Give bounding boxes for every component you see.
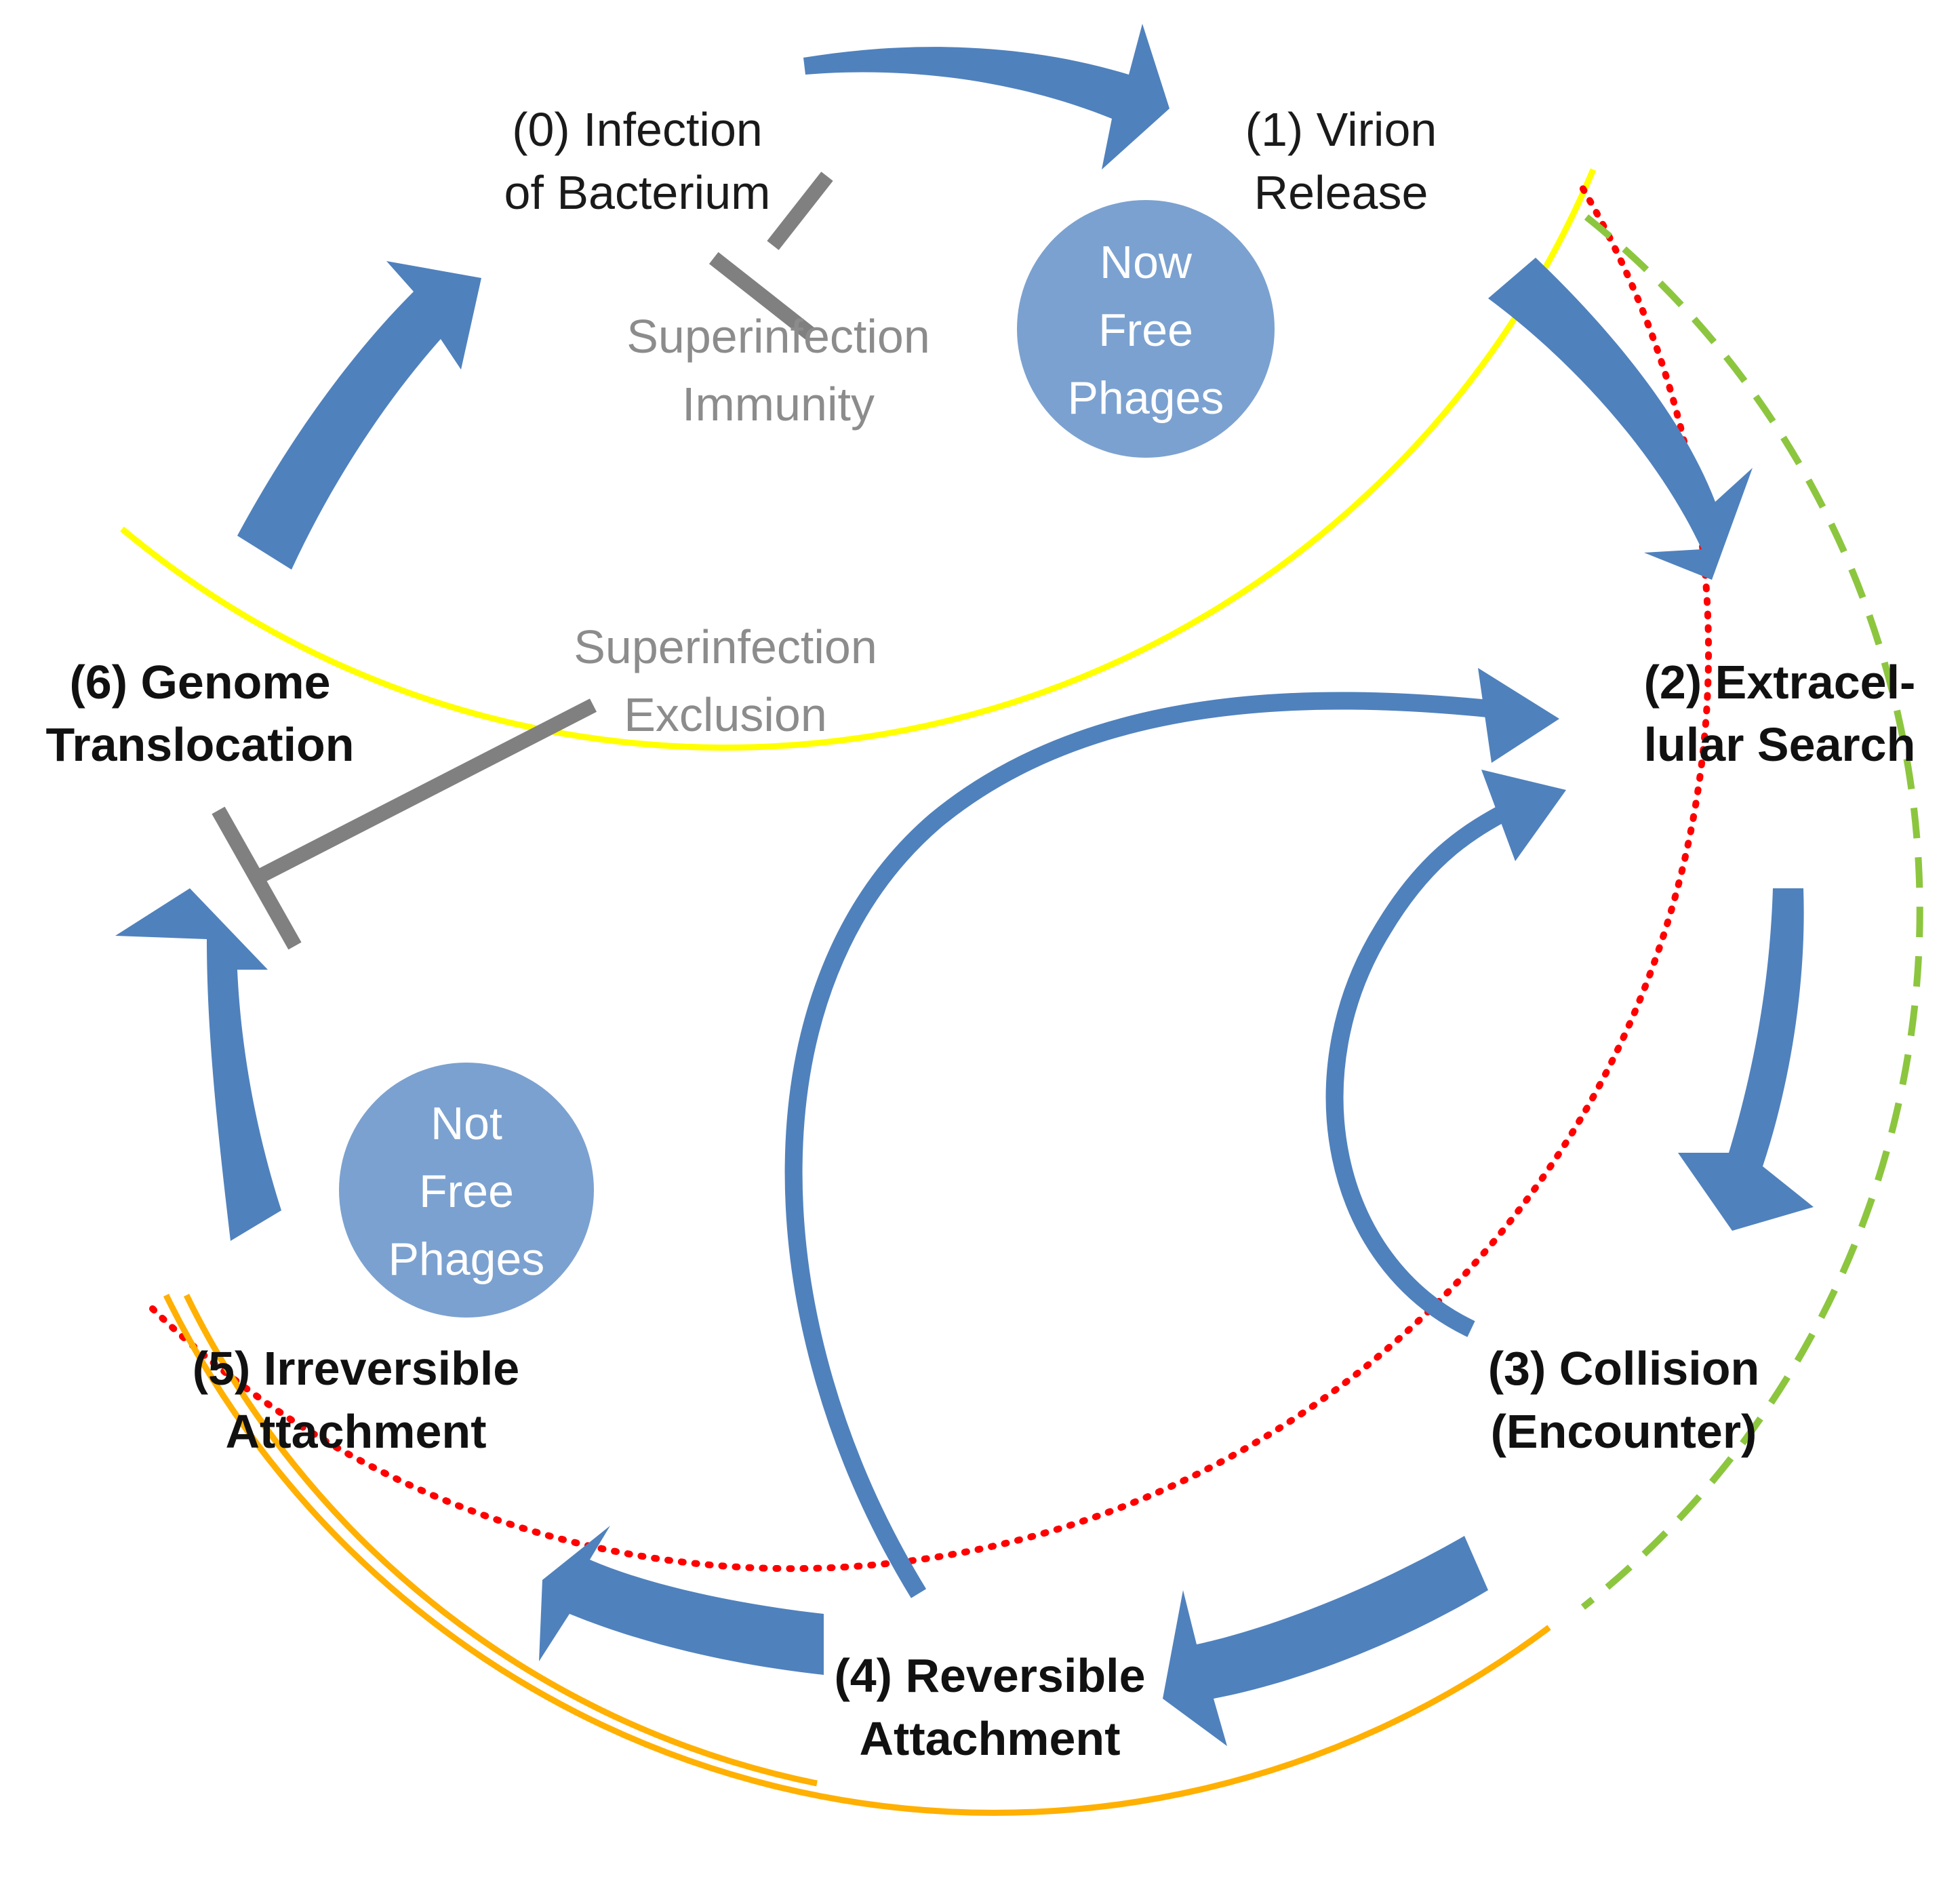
stage-3-line2: (Encounter) <box>1491 1405 1757 1458</box>
green-dashed-arc <box>1580 214 1923 1610</box>
exclusion-inhibitor <box>212 698 597 950</box>
stage-6-line1: (6) Genome <box>69 656 330 709</box>
return-arrowhead-inner[interactable] <box>1481 770 1566 861</box>
orange-arc-outer <box>163 1294 1551 1816</box>
arrow-6-to-0[interactable] <box>237 261 481 570</box>
stage-2-label: (2) Extracel- lular Search <box>1644 656 1916 771</box>
outer-arcs <box>120 168 1923 1816</box>
now-free-phages-bubble: Now Free Phages <box>1017 200 1275 458</box>
bubble-free-line1: Now <box>1100 237 1193 288</box>
stage-4-line2: Attachment <box>859 1712 1120 1765</box>
exclusion-line1: Superinfection <box>574 620 877 673</box>
orange-arc-inner <box>183 1294 818 1787</box>
stage-6-line2: Translocation <box>45 718 354 771</box>
arrow-1-to-2[interactable] <box>1488 258 1753 580</box>
stage-0-line2: of Bacterium <box>504 166 771 219</box>
exclusion-line2: Exclusion <box>624 688 827 741</box>
stage-4-label: (4) Reversible Attachment <box>834 1649 1145 1765</box>
not-free-phages-bubble: Not Free Phages <box>339 1063 594 1318</box>
exclusion-label: Superinfection Exclusion <box>574 620 877 741</box>
return-arc-outer[interactable] <box>784 692 1489 1598</box>
return-arc-inner[interactable] <box>1325 806 1506 1337</box>
arrow-5-to-6[interactable] <box>115 888 281 1241</box>
cycle-arrows <box>115 24 1814 1746</box>
stage-0-label: (0) Infection of Bacterium <box>504 103 771 219</box>
bubble-notfree-line3: Phages <box>388 1233 545 1285</box>
yellow-arc <box>120 168 1597 751</box>
stage-6-label: (6) Genome Translocation <box>45 656 354 771</box>
bubble-notfree-line1: Not <box>431 1098 502 1149</box>
stage-3-label: (3) Collision (Encounter) <box>1488 1342 1760 1458</box>
red-dotted-arc <box>149 180 1713 1573</box>
stage-5-line2: Attachment <box>225 1405 486 1458</box>
stage-1-line2: Release <box>1254 166 1428 219</box>
stage-0-line1: (0) Infection <box>512 103 763 156</box>
arrow-4-to-5[interactable] <box>539 1526 824 1675</box>
stage-1-line1: (1) Virion <box>1245 103 1437 156</box>
immunity-line1: Superinfection <box>626 310 930 363</box>
arrow-0-to-1[interactable] <box>803 24 1169 170</box>
inhibitors <box>212 172 833 950</box>
stage-5-line1: (5) Irreversible <box>193 1342 519 1395</box>
bubble-notfree-line2: Free <box>419 1166 514 1217</box>
stage-2-line1: (2) Extracel- <box>1644 656 1916 709</box>
return-arrows <box>784 668 1566 1598</box>
arrow-3-to-4[interactable] <box>1163 1536 1488 1746</box>
bubble-free-line2: Free <box>1098 304 1193 356</box>
immunity-label: Superinfection Immunity <box>626 310 930 431</box>
bubble-free-line3: Phages <box>1068 372 1224 424</box>
stage-3-line1: (3) Collision <box>1488 1342 1760 1395</box>
stage-5-label: (5) Irreversible Attachment <box>193 1342 519 1458</box>
return-arrowhead-outer[interactable] <box>1478 668 1559 763</box>
immunity-line2: Immunity <box>682 378 875 431</box>
stage-4-line1: (4) Reversible <box>834 1649 1145 1702</box>
arrow-2-to-3[interactable] <box>1678 888 1814 1231</box>
stage-1-label: (1) Virion Release <box>1245 103 1437 219</box>
stage-2-line2: lular Search <box>1644 718 1916 771</box>
immunity-inhibitor <box>708 172 833 340</box>
